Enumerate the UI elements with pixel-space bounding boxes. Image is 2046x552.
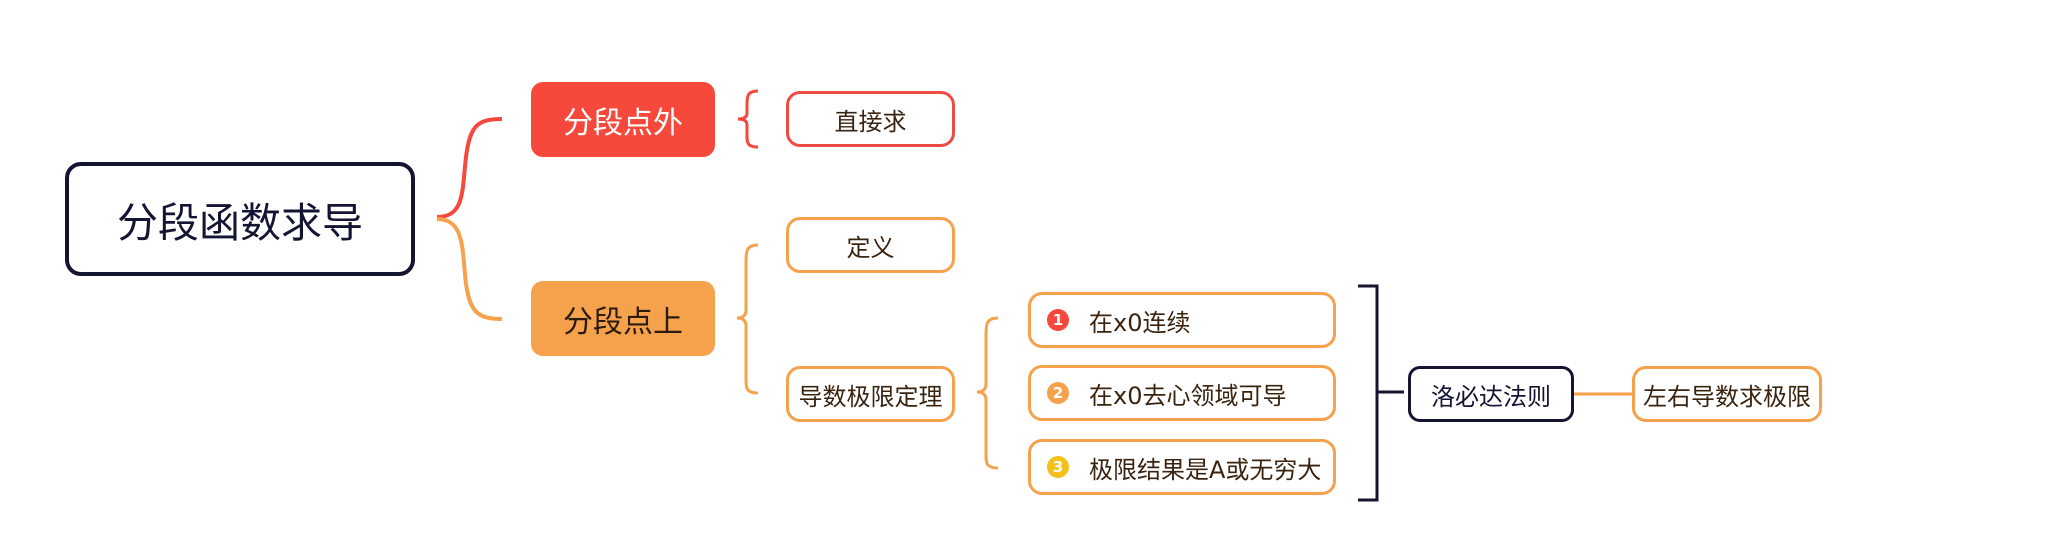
- lhopital-rule-node[interactable]: 洛必达法则: [1408, 366, 1574, 422]
- brace-conditions: [976, 316, 999, 470]
- brace-outside: [737, 89, 759, 149]
- condition-node-1[interactable]: 1 在x0连续: [1028, 292, 1336, 348]
- summary-bracket: [1358, 284, 1379, 502]
- definition-node[interactable]: 定义: [786, 217, 955, 273]
- number-badge-3-icon: 3: [1047, 456, 1069, 478]
- condition-node-3[interactable]: 3 极限结果是A或无穷大: [1028, 439, 1336, 495]
- condition-text-2: 在x0去心领域可导: [1089, 381, 1287, 410]
- direct-node[interactable]: 直接求: [786, 91, 955, 147]
- root-node[interactable]: 分段函数求导: [65, 162, 415, 276]
- branch-on-point-node[interactable]: 分段点上: [531, 281, 715, 356]
- one-sided-limit-node[interactable]: 左右导数求极限: [1632, 366, 1822, 422]
- branch-outside-node[interactable]: 分段点外: [531, 82, 715, 157]
- root-brace-orange: [436, 217, 503, 321]
- number-badge-2-icon: 2: [1047, 382, 1069, 404]
- derivative-limit-theorem-node[interactable]: 导数极限定理: [786, 366, 955, 422]
- condition-node-2[interactable]: 2 在x0去心领域可导: [1028, 365, 1336, 421]
- condition-text-1: 在x0连续: [1089, 308, 1191, 337]
- number-badge-1-icon: 1: [1047, 309, 1069, 331]
- brace-on-point: [736, 243, 759, 395]
- root-brace-red: [436, 117, 503, 219]
- condition-text-3: 极限结果是A或无穷大: [1089, 455, 1322, 484]
